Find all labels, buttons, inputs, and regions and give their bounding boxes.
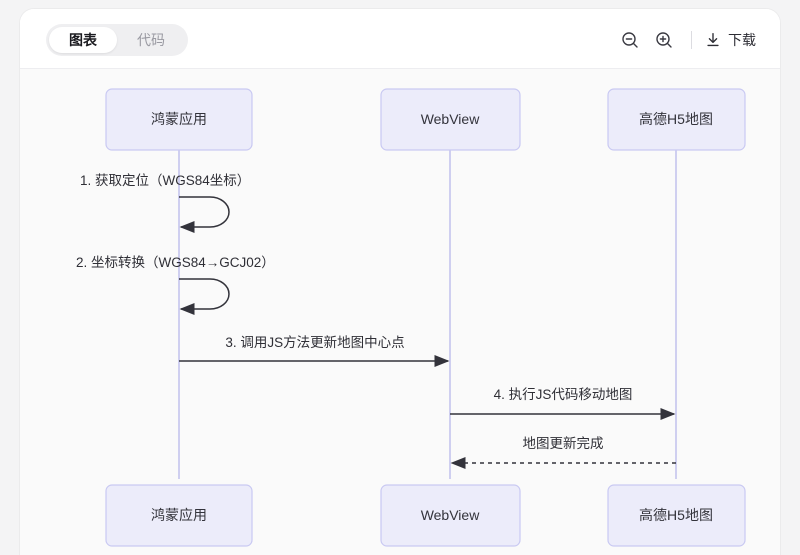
message-4: 4. 执行JS代码移动地图 <box>450 387 676 420</box>
message-1-arrow <box>179 196 230 233</box>
participant-bottom-2: WebView <box>380 484 521 547</box>
message-4-label: 4. 执行JS代码移动地图 <box>494 387 633 402</box>
participant-top-3: 高德H5地图 <box>607 88 746 151</box>
message-3: 3. 调用JS方法更新地图中心点 <box>179 335 450 367</box>
diagram-toolbar: 图表 代码 <box>20 9 780 69</box>
message-1-label: 1. 获取定位（WGS84坐标） <box>80 173 250 188</box>
zoom-in-icon <box>656 32 672 48</box>
message-3-label: 3. 调用JS方法更新地图中心点 <box>225 335 404 350</box>
participant-top-1: 鸿蒙应用 <box>105 88 253 151</box>
download-button[interactable]: 下载 <box>702 30 758 50</box>
participant-top-2-label: WebView <box>421 111 481 127</box>
participant-top-2: WebView <box>380 88 521 151</box>
sequence-diagram-svg: 鸿蒙应用 WebView 高德H5地图 1. 获取定位（WGS84坐标） <box>76 88 746 547</box>
message-2-arrow <box>179 278 230 315</box>
message-5: 地图更新完成 <box>450 436 676 469</box>
zoom-out-icon <box>622 32 638 48</box>
zoom-in-button[interactable] <box>647 25 681 55</box>
tab-code[interactable]: 代码 <box>137 32 165 48</box>
participant-bottom-3: 高德H5地图 <box>607 484 746 547</box>
message-1: 1. 获取定位（WGS84坐标） <box>80 173 250 233</box>
download-label: 下载 <box>728 32 756 48</box>
tab-chart[interactable]: 图表 <box>49 27 117 53</box>
view-mode-tabs: 图表 代码 <box>46 24 188 56</box>
participant-bottom-1: 鸿蒙应用 <box>105 484 253 547</box>
participant-bottom-2-label: WebView <box>421 507 481 523</box>
download-icon <box>707 33 719 47</box>
toolbar-divider <box>691 31 692 49</box>
toolbar-actions: 下载 <box>613 25 758 55</box>
zoom-out-button[interactable] <box>613 25 647 55</box>
message-2-label: 2. 坐标转换（WGS84→GCJ02） <box>76 255 275 270</box>
participant-bottom-3-label: 高德H5地图 <box>639 507 713 523</box>
diagram-card: 图表 代码 <box>20 9 780 555</box>
message-2: 2. 坐标转换（WGS84→GCJ02） <box>76 255 275 315</box>
participant-bottom-1-label: 鸿蒙应用 <box>151 507 207 523</box>
message-5-label: 地图更新完成 <box>523 436 604 451</box>
sequence-diagram-canvas: 鸿蒙应用 WebView 高德H5地图 1. 获取定位（WGS84坐标） <box>20 69 780 555</box>
participant-top-3-label: 高德H5地图 <box>639 111 713 127</box>
participant-top-1-label: 鸿蒙应用 <box>151 111 207 127</box>
